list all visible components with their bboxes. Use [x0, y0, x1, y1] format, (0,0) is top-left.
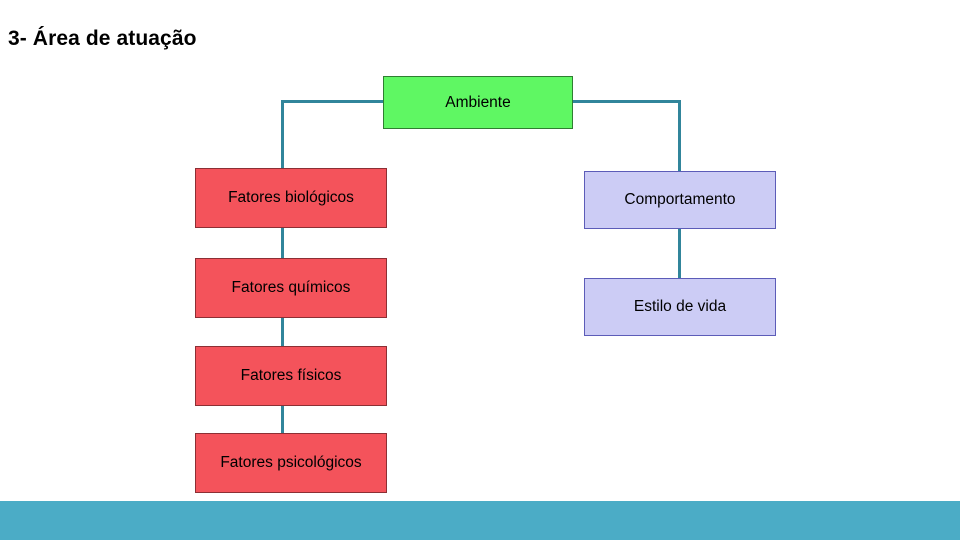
node-fatores-quimicos-label: Fatores químicos — [231, 279, 351, 297]
node-fatores-biologicos-label: Fatores biológicos — [228, 189, 354, 207]
node-ambiente-label: Ambiente — [445, 93, 511, 111]
node-fatores-psicologicos[interactable]: Fatores psicológicos — [195, 433, 387, 493]
node-fatores-quimicos[interactable]: Fatores químicos — [195, 258, 387, 318]
node-comportamento-label: Comportamento — [624, 191, 736, 209]
page-title: 3- Área de atuação — [8, 27, 197, 50]
footer-bar — [0, 501, 960, 540]
node-fatores-psicologicos-label: Fatores psicológicos — [220, 454, 362, 472]
node-comportamento[interactable]: Comportamento — [584, 171, 776, 229]
node-fatores-biologicos[interactable]: Fatores biológicos — [195, 168, 387, 228]
node-fatores-fisicos-label: Fatores físicos — [240, 367, 342, 385]
node-estilo-de-vida-label: Estilo de vida — [633, 298, 727, 316]
node-fatores-fisicos[interactable]: Fatores físicos — [195, 346, 387, 406]
node-estilo-de-vida[interactable]: Estilo de vida — [584, 278, 776, 336]
node-ambiente[interactable]: Ambiente — [383, 76, 573, 129]
